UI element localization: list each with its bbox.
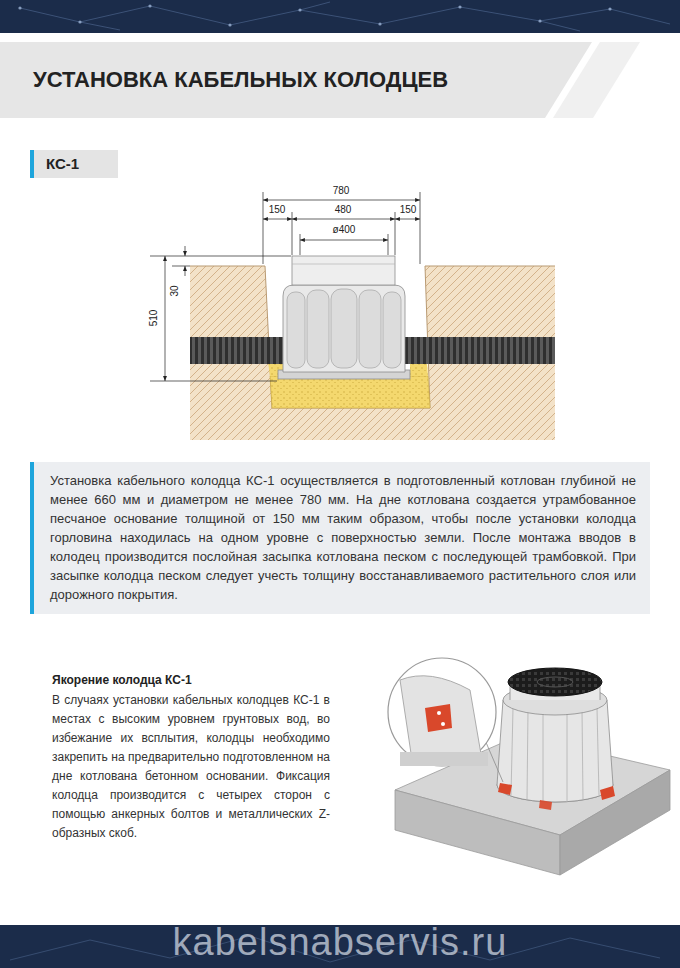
dimension-lines-part (263, 200, 420, 201)
dimension-label: 150 (400, 204, 417, 216)
top-band-part-part (298, 8, 301, 11)
anchoring-illustration-part (437, 711, 441, 715)
anchoring-illustration-part (539, 800, 552, 810)
dimension-label: 780 (333, 185, 350, 197)
anchoring-illustration-part-part (597, 708, 599, 795)
top-band-part (18, 4, 611, 26)
dimension-lines-part (388, 234, 389, 255)
dimension-lines-part (150, 256, 291, 257)
anchoring-illustration-part-part (511, 708, 513, 795)
top-band (0, 0, 680, 33)
dimension-label: 510 (148, 310, 160, 327)
cable-well-part-part (383, 292, 401, 368)
cable-well-part (292, 264, 395, 265)
title-banner-part (553, 42, 640, 118)
top-band-part (20, 2, 670, 31)
section-heading: Якорение колодца КС-1 (52, 672, 192, 688)
dimension-lines-part (300, 240, 388, 241)
top-band-part-part (538, 19, 541, 22)
dimension-label: 480 (335, 204, 352, 216)
anchoring-illustration-part-part (543, 711, 544, 802)
body-text: В случаях установки кабельных колодцев К… (52, 691, 330, 843)
anchoring-illustration-part (498, 783, 512, 795)
top-band-part (0, 0, 680, 33)
anchoring-illustration-part-part (582, 710, 583, 800)
anchoring-illustration-part (600, 786, 615, 800)
dimension-lines-part (185, 246, 186, 256)
anchoring-illustration-part (537, 677, 573, 687)
description-panel: Установка кабельного колодца КС-1 осущес… (30, 462, 650, 614)
page-title: УСТАНОВКА КАБЕЛЬНЫХ КОЛОДЦЕВ (33, 66, 448, 94)
cable-well-part-part (307, 290, 329, 368)
sand-bed-part (410, 362, 428, 376)
anchoring-illustration-part-part (527, 710, 528, 800)
top-band-part-part (80, 2, 580, 31)
anchoring-illustration-part (441, 722, 445, 726)
top-band-part-part (228, 23, 231, 26)
dimension-lines-part (395, 212, 396, 255)
soil-ground-part (190, 266, 555, 408)
corrugated-pipe-part (190, 337, 286, 364)
top-band-part-part (378, 22, 381, 25)
anchoring-illustration-part (388, 658, 496, 766)
top-band-part-part (78, 20, 81, 23)
dimension-lines-part (420, 192, 421, 264)
anchoring-illustration-part (400, 752, 488, 766)
title-banner-part (0, 42, 592, 118)
dimension-lines (150, 192, 420, 381)
top-band-part-part (608, 7, 611, 10)
cable-well-part-part (331, 289, 357, 368)
cable-well-part-part (359, 290, 381, 368)
dimension-lines-part (300, 234, 301, 255)
section-tab-text: КС-1 (34, 150, 79, 178)
anchoring-illustration (388, 658, 670, 875)
cable-well-part (283, 285, 405, 372)
anchoring-illustration-part (400, 676, 482, 760)
dimension-lines-part (292, 212, 293, 255)
watermark: kabelsnabservis.ru (173, 920, 508, 964)
dimension-lines-part (263, 219, 292, 220)
soil-ground (190, 266, 555, 440)
top-band-part-part (148, 4, 151, 7)
top-band-part-part (20, 6, 670, 25)
anchoring-illustration-part (511, 708, 599, 802)
dimension-label: 150 (269, 204, 286, 216)
cable-well (278, 256, 410, 379)
sand-bed-part (270, 376, 430, 408)
cable-well-part-part (287, 292, 305, 368)
cable-well-part (287, 289, 401, 368)
dimension-lines-part (263, 192, 264, 264)
dimension-label: 30 (169, 285, 181, 296)
dimension-lines-part (150, 381, 277, 382)
description-text: Установка кабельного колодца КС-1 осущес… (50, 471, 636, 604)
top-band-part-part (18, 6, 21, 9)
anchoring-illustration-part-part (567, 711, 568, 802)
dimension-lines-part (395, 219, 420, 220)
anchoring-illustration-part (425, 704, 452, 732)
anchoring-illustration-part (395, 790, 560, 875)
anchoring-illustration-part (508, 668, 602, 696)
section-tab: КС-1 (30, 150, 118, 178)
dimension-lines-part (292, 219, 395, 220)
corrugated-pipe-part (402, 337, 555, 364)
dimension-lines-part (185, 266, 186, 276)
cable-well-part (292, 256, 395, 285)
title-banner (0, 42, 640, 118)
soil-ground-part (190, 266, 555, 440)
dimension-lines-part (172, 266, 190, 267)
dimension-lines-part (165, 256, 166, 381)
dimension-label: ø400 (333, 224, 356, 236)
top-band-part-part (458, 5, 461, 8)
